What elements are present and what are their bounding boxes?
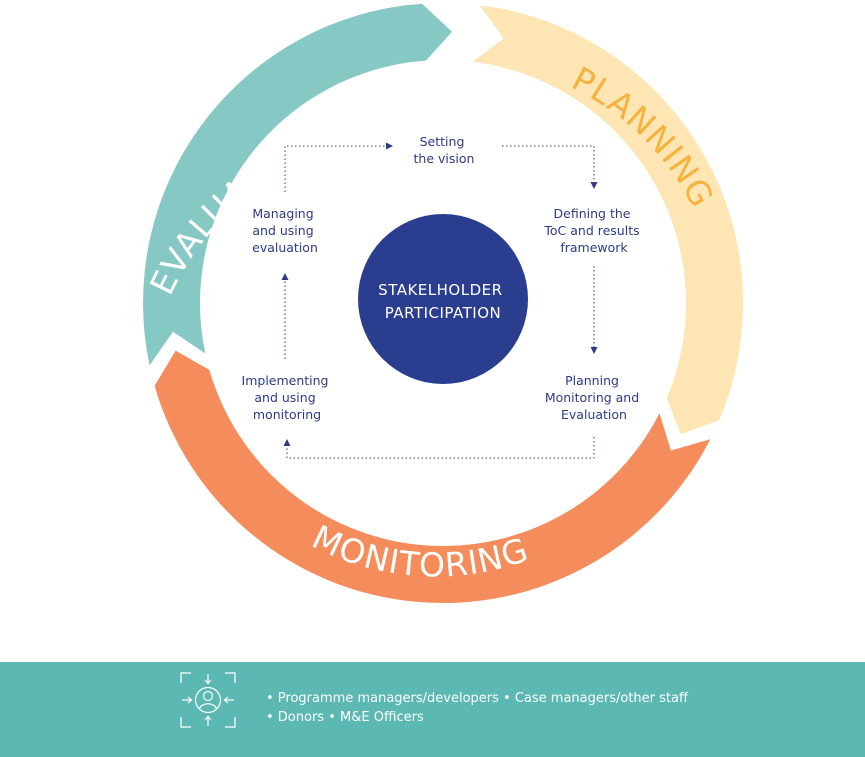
arrow-to-managing-icon (281, 273, 289, 280)
evaluation-arc (143, 3, 452, 366)
connector-planning-to-implementing (286, 437, 595, 459)
connector-setting-to-defining (502, 145, 595, 182)
connector-managing-to-setting (284, 145, 386, 192)
stage-defining-toc: Defining the ToC and results framework (543, 206, 643, 255)
stage-planning-me: Planning Monitoring and Evaluation (545, 373, 643, 422)
stage-managing-evaluation: Managing and using evaluation (252, 206, 318, 255)
arrow-to-planning-icon (590, 347, 598, 354)
center-label: STAKELHOLDER PARTICIPATION (378, 281, 508, 322)
monitoring-arc (154, 350, 711, 604)
center-circle (358, 214, 528, 384)
arrow-to-setting-icon (386, 142, 393, 150)
arrow-to-defining-icon (590, 182, 598, 189)
stage-connectors (281, 142, 598, 459)
stakeholder-list-line-2: • Donors • M&E Officers (266, 710, 424, 725)
stakeholder-focus-icon (180, 672, 236, 728)
planning-arc (472, 5, 744, 435)
stakeholder-list-line-1: • Programme managers/developers • Case m… (266, 691, 688, 706)
me-cycle-diagram: EVALUATION PLANNING MONITORING Setting t… (142, 3, 744, 604)
stage-setting-the-vision: Setting the vision (414, 134, 475, 166)
stakeholders-footer: • Programme managers/developers • Case m… (0, 662, 865, 757)
arrow-to-implementing-icon (283, 439, 291, 446)
stage-implementing-monitoring: Implementing and using monitoring (242, 373, 333, 422)
